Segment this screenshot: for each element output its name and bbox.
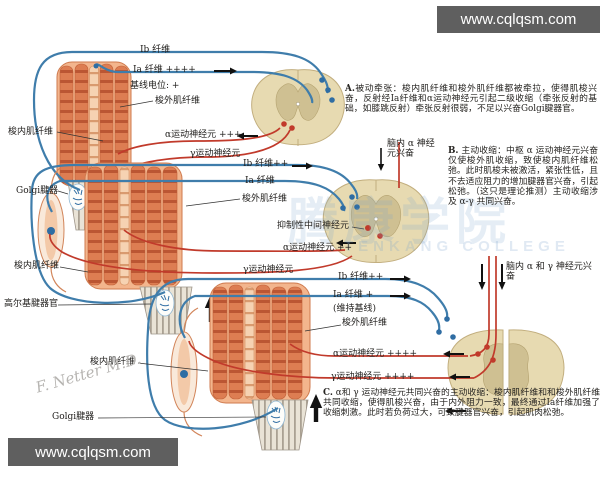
label-alpha-neuron-c: α运动神经元 ++++: [333, 349, 418, 359]
down-arrow-brain-b-icon: [377, 148, 385, 171]
leader-lines-a: [56, 100, 154, 195]
label-intrafusal-c: 梭内肌纤维: [90, 357, 136, 367]
label-ia-fiber-b: Ia 纤维: [245, 176, 275, 186]
left-arrow-cord-c-icon: [445, 407, 466, 415]
label-golgi-a: Golgi腱器: [16, 186, 59, 196]
ib-fiber-line-a: [32, 50, 329, 192]
caption-a-heading: A.: [345, 84, 355, 94]
label-gamma-neuron-c: γ运动神经元 ++++: [331, 372, 415, 382]
label-gamma-neuron-a: γ运动神经元: [190, 149, 241, 159]
caption-a: A.被动牵张：梭内肌纤维和梭外肌纤维都被牵拉，使得肌梭兴奋，反射经Ia纤维和α运…: [345, 84, 597, 115]
label-baseline-a: 基线电位: +: [130, 81, 180, 91]
ib-fiber-line-b: [30, 163, 359, 304]
label-intrafusal-b: 梭内肌纤维: [14, 261, 60, 271]
label-ia-fiber-a: Ia 纤维 ++++: [133, 65, 196, 75]
ia-fiber-line-a: [93, 63, 314, 104]
label-extrafusal-b: 梭外肌纤维: [242, 194, 288, 204]
label-brain-alpha-b: 脑内 α 神经元兴奋: [387, 139, 435, 160]
right-arrow-ia-a-icon: [214, 67, 237, 75]
site-watermark-bottom: www.cqlqsm.com: [8, 438, 178, 466]
label-ib-fiber-c: Ib 纤维++: [338, 272, 384, 282]
muscle-c: [209, 282, 311, 404]
label-baseline-c: (维持基线): [333, 304, 377, 314]
muscle-a: [56, 61, 132, 187]
spindle-capsule-c: [170, 307, 203, 437]
caption-b: B. 主动收缩：中枢 α 运动神经元兴奋仅使梭外肌收缩，致使梭内肌纤维松弛。此时…: [448, 146, 598, 207]
label-gamma-neuron-b: γ运动神经元: [243, 265, 294, 275]
label-alpha-neuron-a: α运动神经元 +++: [165, 130, 242, 140]
label-golgi-c: Golgi腱器: [52, 412, 95, 422]
site-watermark-top: www.cqlqsm.com: [437, 6, 600, 33]
label-ia-fiber-c: Ia 纤维 +: [333, 290, 374, 300]
label-ib-fiber-a: Ib 纤维: [140, 45, 171, 55]
muscle-b: [84, 162, 183, 290]
alpha-motor-line-c: [289, 343, 468, 357]
spinal-cord-b: [322, 179, 430, 263]
label-inhibitory-interneuron-b: 抑制性中间神经元: [277, 221, 350, 231]
brand-watermark-cn: 腾康学院: [288, 193, 512, 251]
right-arrow-ib-b-icon: [292, 162, 313, 170]
spinal-cord-c: [447, 329, 565, 415]
brand-watermark-en: TENKANG COLLEGE: [344, 238, 570, 255]
synapse-dots-a: [281, 77, 335, 131]
alpha-motor-line-a: [117, 127, 281, 155]
left-arrow-alpha-c-icon: [443, 350, 464, 358]
gamma-motor-line-b: [49, 233, 353, 274]
right-arrow-ia-c-icon: [390, 292, 411, 300]
caption-c: C. α和 γ 运动神经元共同兴奋的主动收缩：梭内肌纤维和和梭外肌纤维共同收缩，…: [323, 388, 600, 419]
up-arrow-c-icon: [309, 394, 323, 422]
golgi-organ-a-icon: [68, 183, 88, 211]
down-arrows-brain-c-icon: [478, 264, 506, 290]
label-alpha-neuron-b: α运动神经元 ++: [283, 243, 353, 253]
ia-fiber-line-c: [178, 294, 441, 339]
caption-a-body: 被动牵张：梭内肌纤维和梭外肌纤维都被牵拉，使得肌梭兴奋，反射经Ia纤维和α运动神…: [345, 84, 597, 115]
ib-fiber-line-c: [146, 277, 449, 430]
leader-lines-b: [57, 198, 365, 306]
caption-c-heading: C.: [323, 388, 333, 398]
caption-b-body: 主动收缩：中枢 α 运动神经元兴奋仅使梭外肌收缩，致使梭内肌纤维松弛。此时肌梭未…: [448, 146, 598, 208]
caption-c-body: α和 γ 运动神经元共同兴奋的主动收缩：梭内肌纤维和和梭外肌纤维共同收缩，使得肌…: [323, 388, 600, 419]
gamma-motor-line-c: [188, 340, 475, 379]
label-intrafusal-a: 梭内肌纤维: [8, 127, 54, 137]
left-arrow-alpha-b-icon: [336, 239, 356, 247]
golgi-organ-c-icon: [266, 400, 286, 430]
caption-b-heading: B.: [448, 146, 459, 156]
label-extrafusal-c: 梭外肌纤维: [342, 318, 388, 328]
leader-lines-c: [97, 324, 342, 419]
alpha-motor-line-b: [123, 229, 346, 253]
label-extrafusal-a: 梭外肌纤维: [155, 96, 201, 106]
synapse-dots-b: [340, 194, 383, 239]
golgi-organ-b-icon: [155, 289, 175, 317]
left-arrow-gamma-c-icon: [449, 373, 470, 381]
label-brain-alpha-gamma-c: 脑内 α 和 γ 神经元兴奋: [506, 262, 592, 283]
left-arrow-alpha-a-icon: [237, 132, 258, 140]
right-arrow-ib-c-icon: [390, 275, 411, 283]
descending-tract-lines-c: [469, 256, 497, 379]
label-golgi-b: 高尔基腱器官: [4, 299, 59, 309]
label-ib-fiber-b: Ib 纤维++: [243, 159, 289, 169]
